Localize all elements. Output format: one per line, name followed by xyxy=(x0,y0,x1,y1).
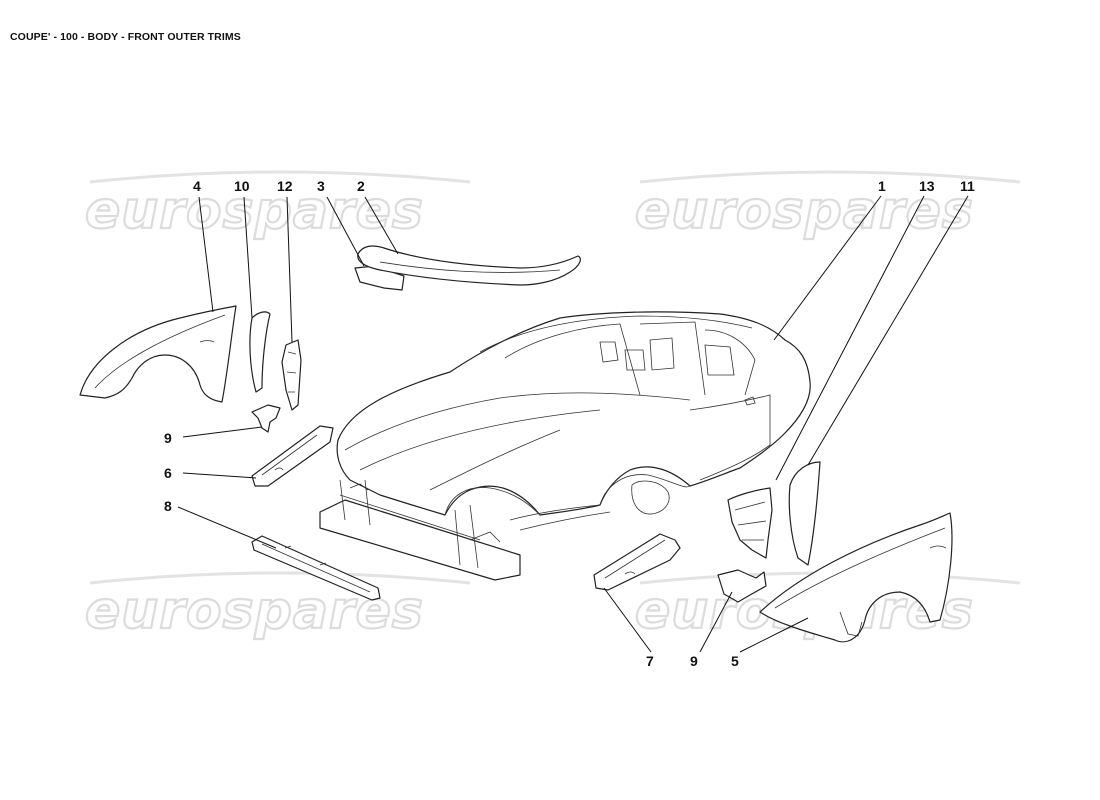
leader-12 xyxy=(286,196,293,343)
part-support-right xyxy=(593,533,681,591)
callout-4: 4 xyxy=(193,178,201,194)
part-body-shell xyxy=(319,311,811,581)
callout-8: 8 xyxy=(164,498,172,514)
part-left-front-fender xyxy=(79,305,237,403)
leader-9-lower xyxy=(699,591,733,653)
leader-4 xyxy=(198,196,214,313)
part-support-left xyxy=(251,425,334,487)
callout-6: 6 xyxy=(164,465,172,481)
part-inner-wheelarch-left xyxy=(281,339,302,411)
leader-1 xyxy=(773,195,882,341)
leader-7 xyxy=(603,587,652,653)
callouts: 4 10 12 3 2 1 13 11 9 6 8 7 9 5 xyxy=(164,178,975,669)
callout-9-lower: 9 xyxy=(690,653,698,669)
part-bracket-left xyxy=(251,404,281,433)
leader-lines xyxy=(177,195,969,653)
part-bracket-right xyxy=(717,569,767,603)
callout-7: 7 xyxy=(646,653,654,669)
callout-5: 5 xyxy=(731,653,739,669)
leader-13 xyxy=(775,195,925,481)
callout-2: 2 xyxy=(357,178,365,194)
leader-9-upper xyxy=(182,426,263,438)
part-a-pillar-trim-right xyxy=(788,461,821,566)
part-a-pillar-trim-left xyxy=(249,311,271,393)
leader-8 xyxy=(177,506,277,549)
watermark-top-right: eurospares xyxy=(634,170,1021,242)
leader-10 xyxy=(243,196,253,319)
svg-text:eurospares: eurospares xyxy=(85,581,424,641)
callout-13: 13 xyxy=(919,178,935,194)
leader-6 xyxy=(182,472,257,479)
callout-11: 11 xyxy=(960,178,975,194)
watermark-top-left: eurospares xyxy=(84,170,471,242)
watermark-bottom-left: eurospares xyxy=(84,571,471,642)
part-front-lower-spoiler xyxy=(251,535,381,601)
part-front-upper-trim xyxy=(357,245,581,286)
callout-1: 1 xyxy=(878,178,886,194)
leader-2 xyxy=(364,196,399,255)
callout-12: 12 xyxy=(277,178,293,194)
part-right-front-fender xyxy=(759,512,953,643)
callout-3: 3 xyxy=(317,178,325,194)
page-title: COUPE' - 100 - BODY - FRONT OUTER TRIMS xyxy=(10,31,241,43)
leader-5 xyxy=(739,617,809,653)
leader-3 xyxy=(326,196,365,267)
svg-text:eurospares: eurospares xyxy=(635,181,974,241)
callout-9-upper: 9 xyxy=(164,430,172,446)
part-inner-wheelarch-right xyxy=(727,487,773,559)
leader-11 xyxy=(807,195,969,466)
svg-text:eurospares: eurospares xyxy=(85,181,424,241)
callout-10: 10 xyxy=(234,178,250,194)
